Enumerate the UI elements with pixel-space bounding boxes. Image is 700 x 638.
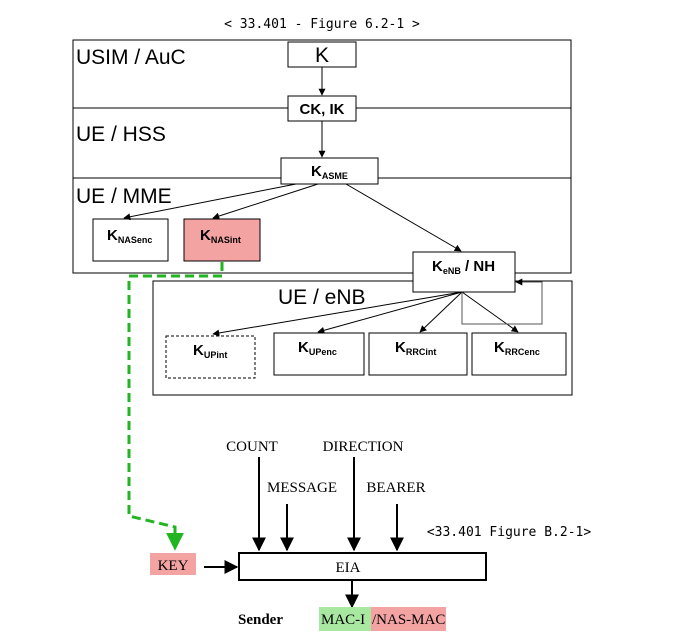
key-krrcenc-box bbox=[471, 332, 567, 376]
key-k-box bbox=[287, 41, 357, 68]
eia-block bbox=[238, 552, 487, 581]
arrow-kenb-to-kupenc bbox=[317, 291, 463, 334]
eia-block-label: EIA bbox=[336, 560, 361, 576]
region-label-hss: UE / HSS bbox=[76, 123, 166, 146]
key-input-highlight bbox=[150, 553, 196, 575]
input-label-direction: DIRECTION bbox=[323, 439, 404, 455]
mac-i-highlight bbox=[319, 607, 371, 631]
nas-mac-highlight bbox=[371, 607, 446, 631]
dashed-link-knasint-to-key bbox=[127, 262, 224, 551]
key-kupenc-label: KUPenc bbox=[298, 339, 337, 357]
network-region-frame bbox=[72, 39, 572, 274]
key-kenb-label: KeNB / NH bbox=[432, 258, 495, 276]
key-krrcenc-label: KRRCenc bbox=[494, 339, 540, 357]
key-kupint-label: KUPint bbox=[193, 342, 227, 360]
arrow-kenb-self-loop bbox=[461, 278, 543, 325]
key-knasint-label: KNASint bbox=[200, 227, 241, 245]
key-k-label: K bbox=[315, 44, 329, 67]
key-kupint-box bbox=[165, 335, 256, 379]
key-krrcint-label: KRRCint bbox=[395, 339, 436, 357]
key-ck-ik-box bbox=[287, 95, 357, 122]
input-label-message: MESSAGE bbox=[267, 480, 337, 496]
key-ck-ik-label: CK, IK bbox=[300, 101, 345, 118]
arrow-kasme-to-knasint bbox=[212, 183, 319, 220]
arrow-kenb-to-kupint bbox=[212, 291, 463, 337]
key-knasenc-box bbox=[92, 218, 169, 262]
key-kasme-box bbox=[280, 157, 379, 185]
mac-i-label: MAC-I bbox=[321, 612, 365, 628]
key-knasint-box bbox=[183, 218, 261, 262]
arrow-kasme-to-kenb bbox=[345, 183, 462, 252]
arrow-kasme-to-knasenc bbox=[123, 183, 297, 221]
sender-label: Sender bbox=[238, 612, 283, 628]
arrow-kenb-to-krrcint bbox=[419, 291, 463, 333]
arrow-kenb-to-krrcenc bbox=[461, 291, 519, 333]
key-knasenc-label: KNASenc bbox=[107, 227, 152, 245]
figure-caption-bottom: <33.401 Figure B.2-1> bbox=[427, 525, 592, 540]
input-label-bearer: BEARER bbox=[366, 480, 425, 496]
key-input-label: KEY bbox=[158, 558, 189, 574]
region-label-usim: USIM / AuC bbox=[76, 46, 186, 69]
enb-region-frame bbox=[152, 280, 573, 396]
key-kenb-box bbox=[412, 251, 516, 293]
figure-caption-top: < 33.401 - Figure 6.2-1 > bbox=[224, 17, 420, 32]
nas-mac-label: /NAS-MAC bbox=[372, 612, 445, 628]
region-label-enb: UE / eNB bbox=[278, 286, 366, 309]
key-kasme-label: KASME bbox=[311, 163, 348, 181]
region-label-mme: UE / MME bbox=[76, 185, 172, 208]
input-label-count: COUNT bbox=[226, 439, 278, 455]
key-kupenc-box bbox=[273, 332, 365, 376]
key-krrcint-box bbox=[368, 332, 468, 376]
